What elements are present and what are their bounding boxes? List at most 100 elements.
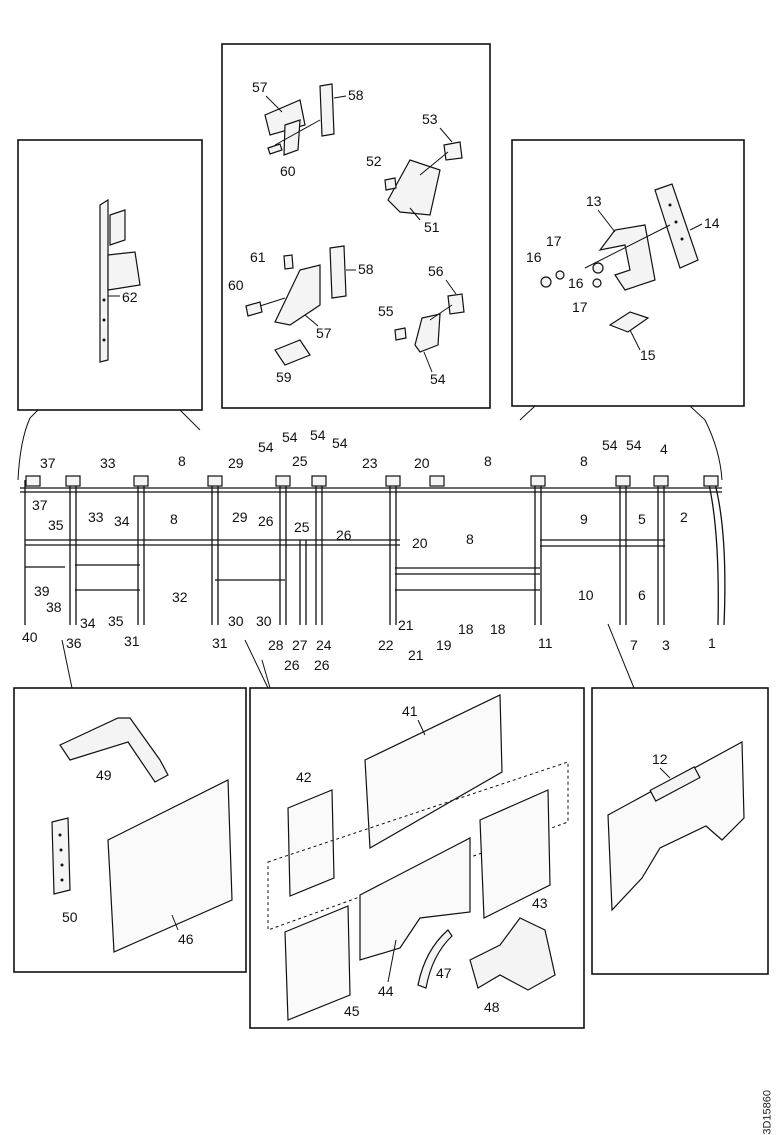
- callout-10: 10: [578, 587, 594, 603]
- main-frame: 37 33 8 29 54 54 25 54 54 23 20 8 8 54 5…: [20, 427, 726, 689]
- detail-box-left-upper: 62: [17, 139, 203, 481]
- callout-16a: 16: [526, 249, 542, 265]
- callout-37a: 37: [40, 455, 56, 471]
- callout-12: 12: [652, 751, 668, 767]
- callout-3: 3: [662, 637, 670, 653]
- callout-31b: 31: [212, 635, 228, 651]
- exploded-view-drawing: 62 57 58 60 53 52 51 61 58 60 57: [13, 43, 769, 1029]
- callout-8e: 8: [466, 531, 474, 547]
- callout-8d: 8: [170, 511, 178, 527]
- callout-46: 46: [178, 931, 194, 947]
- callout-37b: 37: [32, 497, 48, 513]
- callout-20b: 20: [412, 535, 428, 551]
- callout-22: 22: [378, 637, 394, 653]
- frame-posts: [24, 479, 726, 626]
- callout-23: 23: [362, 455, 378, 471]
- callout-18b: 18: [490, 621, 506, 637]
- callout-54: 54: [430, 371, 446, 387]
- callout-55: 55: [378, 303, 394, 319]
- callout-29b: 29: [232, 509, 248, 525]
- callout-4: 4: [660, 441, 668, 457]
- callout-61: 61: [250, 249, 266, 265]
- detail-box-lower-center: 41 42 43 44 45 47 48: [249, 687, 585, 1029]
- callout-1: 1: [708, 635, 716, 651]
- parts-diagram: 62 57 58 60 53 52 51 61 58 60 57: [13, 43, 774, 1135]
- detail-box-lower-right: 12: [591, 687, 769, 975]
- callout-33b: 33: [88, 509, 104, 525]
- callout-45: 45: [344, 1003, 360, 1019]
- callout-17b: 17: [572, 299, 588, 315]
- callout-49: 49: [96, 767, 112, 783]
- callout-60: 60: [280, 163, 296, 179]
- callout-27: 27: [292, 637, 308, 653]
- callout-20a: 20: [414, 455, 430, 471]
- callout-57b: 57: [316, 325, 332, 341]
- callout-50: 50: [62, 909, 78, 925]
- callout-29a: 29: [228, 455, 244, 471]
- callout-33a: 33: [100, 455, 116, 471]
- callout-43: 43: [532, 895, 548, 911]
- callout-18a: 18: [458, 621, 474, 637]
- callout-16b: 16: [568, 275, 584, 291]
- callout-26b: 26: [336, 527, 352, 543]
- callout-34b: 34: [80, 615, 96, 631]
- bracket-62: [99, 198, 141, 363]
- callout-30b: 30: [256, 613, 272, 629]
- callout-7: 7: [630, 637, 638, 653]
- callout-21a: 21: [398, 617, 414, 633]
- callout-9: 9: [580, 511, 588, 527]
- callout-58b: 58: [358, 261, 374, 277]
- callout-51: 51: [424, 219, 440, 235]
- callout-17a: 17: [546, 233, 562, 249]
- callout-54f: 54: [602, 437, 618, 453]
- callout-32: 32: [172, 589, 188, 605]
- callout-31a: 31: [124, 633, 140, 649]
- callout-25b: 25: [294, 519, 310, 535]
- callout-58: 58: [348, 87, 364, 103]
- callout-30a: 30: [228, 613, 244, 629]
- callout-26a: 26: [258, 513, 274, 529]
- callout-52: 52: [366, 153, 382, 169]
- callout-26c: 26: [284, 657, 300, 673]
- callout-8b: 8: [484, 453, 492, 469]
- callout-62: 62: [122, 289, 138, 305]
- callout-54b: 54: [258, 439, 274, 455]
- callout-13: 13: [586, 193, 602, 209]
- callout-54d: 54: [310, 427, 326, 443]
- callout-28: 28: [268, 637, 284, 653]
- callout-38: 38: [46, 599, 62, 615]
- callout-19: 19: [436, 637, 452, 653]
- callout-36: 36: [66, 635, 82, 651]
- callout-15: 15: [640, 347, 656, 363]
- callout-8a: 8: [178, 453, 186, 469]
- callout-5a: 5: [638, 511, 646, 527]
- callout-41: 41: [402, 703, 418, 719]
- callout-59: 59: [276, 369, 292, 385]
- callout-56: 56: [428, 263, 444, 279]
- callout-24: 24: [316, 637, 332, 653]
- document-id: 3D15860: [762, 1090, 774, 1135]
- callout-8c: 8: [580, 453, 588, 469]
- callout-35a: 35: [48, 517, 64, 533]
- callout-39: 39: [34, 583, 50, 599]
- callout-44: 44: [378, 983, 394, 999]
- callout-42: 42: [296, 769, 312, 785]
- callout-40: 40: [22, 629, 38, 645]
- callout-14: 14: [704, 215, 720, 231]
- callout-60b: 60: [228, 277, 244, 293]
- callout-11: 11: [538, 635, 553, 651]
- callout-53: 53: [422, 111, 438, 127]
- callout-57: 57: [252, 79, 268, 95]
- detail-box-lower-left: 49 50 46: [13, 687, 247, 973]
- detail-box-right-upper: 13 14 17 16 16 17 15: [511, 139, 745, 481]
- callout-54c: 54: [282, 429, 298, 445]
- callout-47: 47: [436, 965, 452, 981]
- callout-26d: 26: [314, 657, 330, 673]
- callout-35b: 35: [108, 613, 124, 629]
- callout-54e: 54: [332, 435, 348, 451]
- callout-6: 6: [638, 587, 646, 603]
- callout-34a: 34: [114, 513, 130, 529]
- detail-box-top-center: 57 58 60 53 52 51 61 58 60 57 59 56: [221, 43, 491, 409]
- callout-2: 2: [680, 509, 688, 525]
- callout-54g: 54: [626, 437, 642, 453]
